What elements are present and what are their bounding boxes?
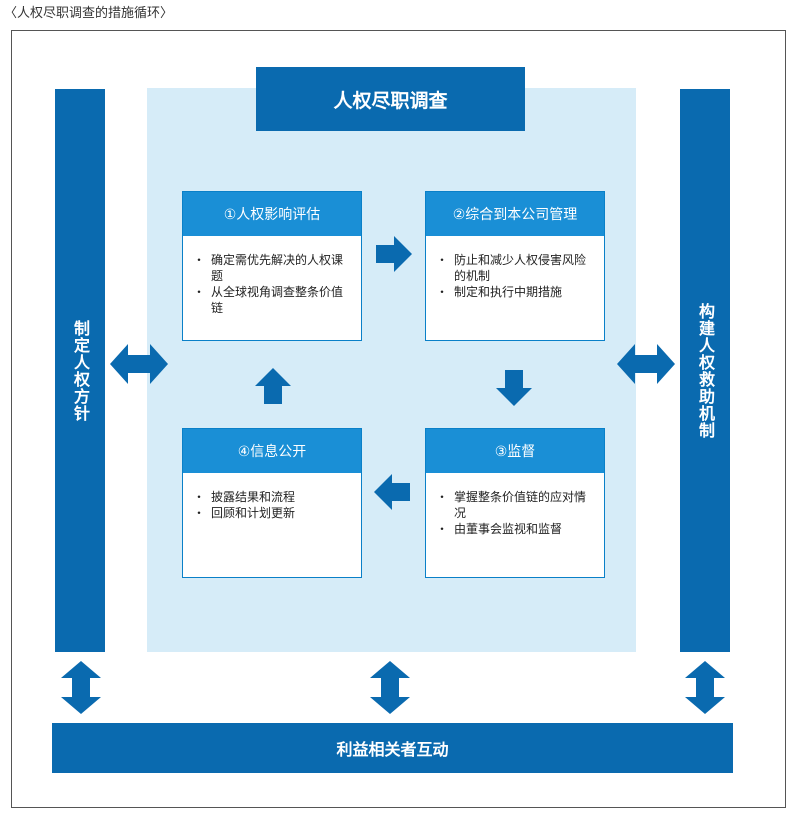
arrow-left-icon [374,474,410,510]
list-item: 掌握整条价值链的应对情况 [436,489,588,521]
arrow-down-icon [496,370,532,406]
card-list: 防止和减少人权侵害风险的机制 制定和执行中期措施 [426,236,604,300]
double-arrow-horizontal-icon [110,344,168,384]
card-impact-assessment: ①人权影响评估 确定需优先解决的人权课题 从全球视角调查整条价值链 [182,191,362,341]
remedy-bar-label: 构建人权救助机制 [696,302,715,439]
card-integration: ②综合到本公司管理 防止和减少人权侵害风险的机制 制定和执行中期措施 [425,191,605,341]
double-arrow-vertical-icon [61,661,101,714]
card-title: ④信息公开 [183,429,361,473]
card-list: 掌握整条价值链的应对情况 由董事会监视和监督 [426,473,604,537]
double-arrow-vertical-icon [370,661,410,714]
arrow-up-icon [255,368,291,404]
policy-bar: 制定人权方针 [55,89,105,652]
double-arrow-vertical-icon [685,661,725,714]
card-list: 披露结果和流程 回顾和计划更新 [183,473,361,521]
list-item: 披露结果和流程 [193,489,345,505]
due-diligence-title: 人权尽职调查 [256,67,525,131]
list-item: 回顾和计划更新 [193,505,345,521]
list-item: 由董事会监视和监督 [436,521,588,537]
double-arrow-horizontal-icon [617,344,675,384]
card-monitoring: ③监督 掌握整条价值链的应对情况 由董事会监视和监督 [425,428,605,578]
arrow-right-icon [376,236,412,272]
list-item: 从全球视角调查整条价值链 [193,284,345,316]
card-title: ③监督 [426,429,604,473]
remedy-bar: 构建人权救助机制 [680,89,730,652]
list-item: 防止和减少人权侵害风险的机制 [436,252,588,284]
card-title: ①人权影响评估 [183,192,361,236]
list-item: 制定和执行中期措施 [436,284,588,300]
policy-bar-label: 制定人权方针 [71,319,90,422]
list-item: 确定需优先解决的人权课题 [193,252,345,284]
card-list: 确定需优先解决的人权课题 从全球视角调查整条价值链 [183,236,361,316]
card-title: ②综合到本公司管理 [426,192,604,236]
figure-caption: 〈人权尽职调查的措施循环〉 [4,6,174,21]
stakeholder-bar: 利益相关者互动 [52,723,733,773]
card-disclosure: ④信息公开 披露结果和流程 回顾和计划更新 [182,428,362,578]
diagram-frame [11,30,786,808]
